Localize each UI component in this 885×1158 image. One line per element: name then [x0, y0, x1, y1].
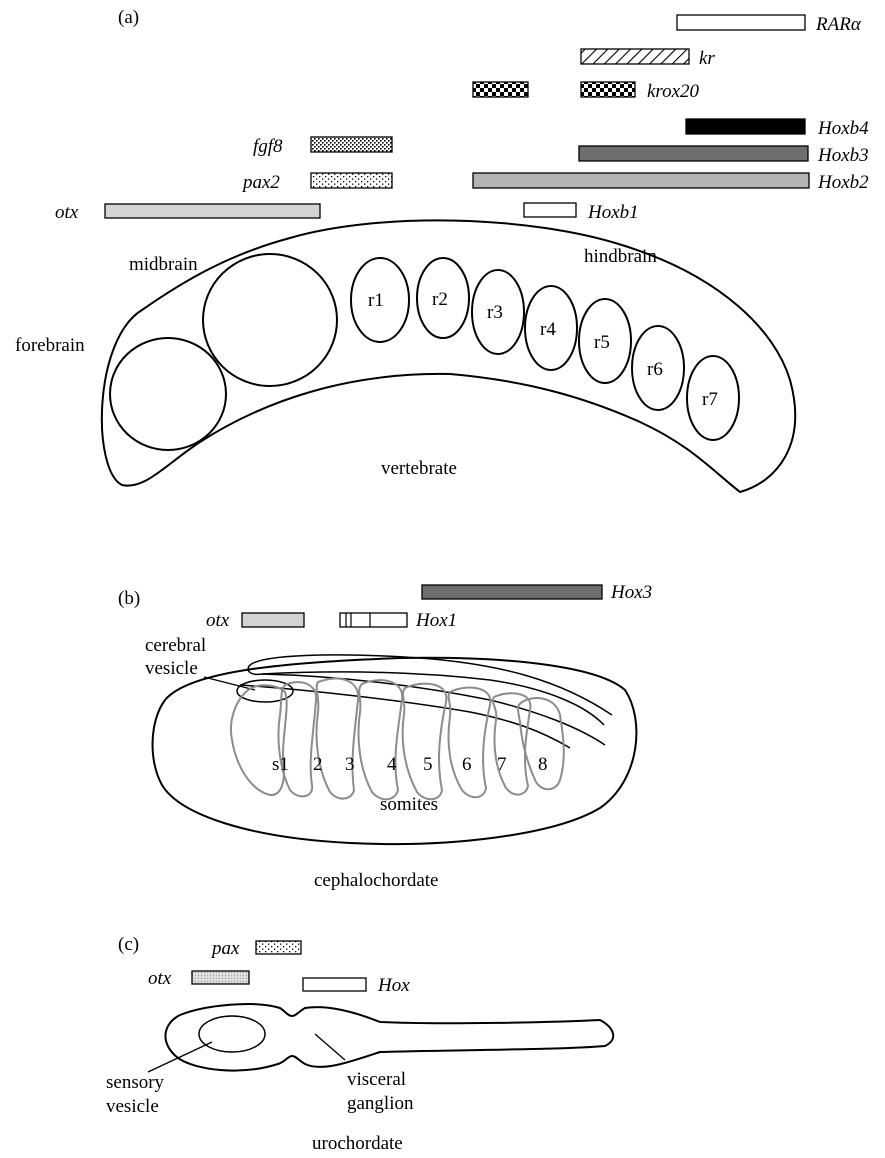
- somites-label: somites: [380, 794, 438, 815]
- hoxb4-label: Hoxb4: [817, 118, 869, 139]
- hoxb1-label: Hoxb1: [587, 202, 639, 223]
- rhombomere-label: r4: [540, 319, 556, 340]
- organism-label-cephalochordate: cephalochordate: [314, 870, 438, 891]
- sensory-vesicle-label: sensory: [106, 1072, 165, 1093]
- somite-label: 3: [345, 754, 355, 775]
- hoxb1-bar: [524, 203, 576, 217]
- somite-label: 6: [462, 754, 472, 775]
- dorsal-nerve-cord: [248, 665, 604, 725]
- rhombomere-label: r3: [487, 302, 503, 323]
- otx-label: otx: [55, 202, 79, 223]
- panel-a: (a) RARα kr krox20 Hoxb4 Hoxb3 fgf8 pax2…: [15, 7, 869, 492]
- somite-7: [493, 693, 531, 794]
- pax-bar: [256, 941, 301, 954]
- somite-label: 2: [313, 754, 323, 775]
- sensory-vesicle-label: vesicle: [106, 1096, 159, 1117]
- hoxb4-bar: [686, 119, 805, 134]
- organism-label-vertebrate: vertebrate: [381, 458, 457, 479]
- somite-label: 7: [497, 754, 507, 775]
- somite-label: 4: [387, 754, 397, 775]
- otx-bar: [242, 613, 304, 627]
- vertebrate-brain-outline: [102, 220, 795, 492]
- panel-b-letter: (b): [118, 588, 140, 609]
- hox1-label: Hox1: [415, 610, 457, 631]
- rara-label: RARα: [815, 14, 862, 35]
- visceral-ganglion-label: visceral: [347, 1069, 406, 1090]
- midbrain-vesicle: [203, 254, 337, 386]
- kr-label: kr: [699, 48, 715, 69]
- otx-bar: [192, 971, 249, 984]
- midbrain-label: midbrain: [129, 254, 198, 275]
- fgf8-label: fgf8: [253, 136, 283, 157]
- pax2-label: pax2: [241, 172, 280, 193]
- somite-label: 8: [538, 754, 548, 775]
- somite-5: [403, 684, 447, 800]
- hox3-label: Hox3: [610, 582, 652, 603]
- hox-label: Hox: [377, 975, 410, 996]
- organism-label-urochordate: urochordate: [312, 1133, 403, 1154]
- rhombomere-label: r1: [368, 290, 384, 311]
- hindbrain-label: hindbrain: [584, 246, 657, 267]
- panel-c: (c) pax otx Hox sensory vesicle visceral…: [106, 934, 613, 1154]
- hoxb3-label: Hoxb3: [817, 145, 869, 166]
- cerebral-vesicle-label: cerebral: [145, 635, 206, 656]
- panel-b: (b) Hox3 otx Hox1 cerebral vesicle s1 2: [118, 582, 652, 891]
- rhombomere-label: r2: [432, 289, 448, 310]
- otx-label: otx: [148, 968, 172, 989]
- sensory-vesicle: [199, 1016, 265, 1052]
- cerebral-vesicle-label: vesicle: [145, 658, 198, 679]
- visceral-ganglion-label: ganglion: [347, 1093, 414, 1114]
- rhombomere-label: r5: [594, 332, 610, 353]
- panel-a-letter: (a): [118, 7, 139, 28]
- krox20-bar-r5: [581, 82, 635, 97]
- hox3-bar: [422, 585, 602, 599]
- hox1-bar: [340, 613, 407, 627]
- hoxb2-label: Hoxb2: [817, 172, 869, 193]
- somite-label: 5: [423, 754, 433, 775]
- otx-bar: [105, 204, 320, 218]
- krox20-label: krox20: [647, 81, 700, 102]
- panel-c-letter: (c): [118, 934, 139, 955]
- cerebral-vesicle-pointer: [204, 677, 255, 690]
- somite-3: [317, 679, 359, 799]
- rara-bar: [677, 15, 805, 30]
- rhombomere-label: r7: [702, 389, 718, 410]
- forebrain-vesicle: [110, 338, 226, 450]
- urochordate-larva-outline: [165, 1004, 613, 1071]
- hox-bar: [303, 978, 366, 991]
- hoxb2-bar: [473, 173, 809, 188]
- hoxb3-bar: [579, 146, 808, 161]
- otx-label: otx: [206, 610, 230, 631]
- pax-label: pax: [210, 938, 240, 959]
- forebrain-label: forebrain: [15, 335, 85, 356]
- somite-6: [449, 688, 491, 798]
- visceral-ganglion-pointer: [315, 1034, 345, 1060]
- somite-label: s1: [272, 754, 289, 775]
- rhombomere-label: r6: [647, 359, 663, 380]
- kr-bar: [581, 49, 689, 64]
- fgf8-bar: [311, 137, 392, 152]
- krox20-bar-r3: [473, 82, 528, 97]
- pax2-bar: [311, 173, 392, 188]
